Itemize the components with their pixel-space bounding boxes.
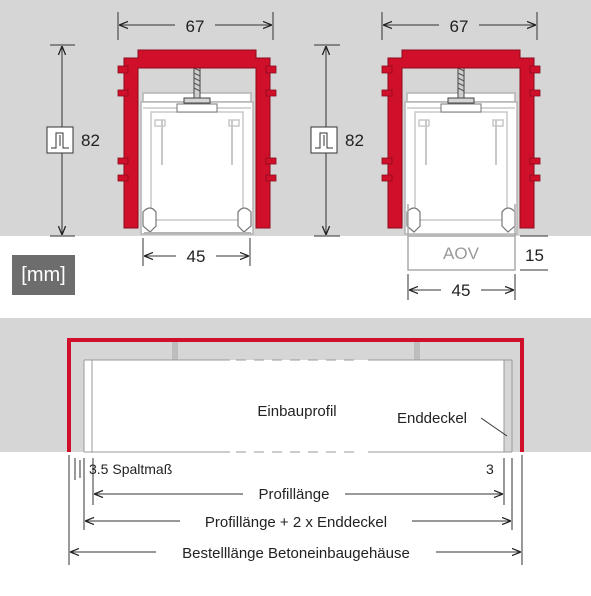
right-dim-height: 82	[310, 44, 364, 237]
right-cross-section: AOV	[381, 49, 541, 271]
dim-profillaenge-enddeckel-label: Profillänge + 2 x Enddeckel	[205, 514, 387, 531]
right-dim-top: 67	[381, 12, 538, 40]
lower-dimensions: 3.5 Spaltmaß 3 Profillänge Profillänge +…	[68, 455, 523, 565]
einbauprofil-label: Einbauprofil	[257, 403, 336, 420]
aov-box	[407, 235, 516, 271]
left-dim-top: 67	[117, 12, 274, 40]
left-width-bottom-label: 45	[187, 247, 206, 266]
height-icon	[310, 126, 338, 154]
enddeckel-label: Enddeckel	[397, 410, 467, 427]
gap-left-label: 3.5 Spaltmaß	[89, 461, 172, 477]
right-width-top-label: 67	[450, 17, 469, 36]
left-height-label: 82	[81, 131, 100, 150]
aov-label: AOV	[443, 244, 480, 263]
right-height-label: 82	[345, 131, 364, 150]
right-dim-bottom: 45	[407, 274, 516, 301]
aov-height-label: 15	[525, 246, 544, 265]
aov-dim: 15	[520, 235, 548, 271]
left-width-top-label: 67	[186, 17, 205, 36]
enddeckel-leader	[480, 417, 508, 437]
gap-right-label: 3	[486, 461, 494, 477]
right-width-bottom-label: 45	[452, 281, 471, 300]
units-badge: [mm]	[12, 255, 75, 295]
dim-profillaenge-label: Profillänge	[259, 486, 330, 503]
left-dim-height: 82	[46, 44, 100, 237]
longitudinal-view: Einbauprofil Enddeckel	[67, 338, 524, 453]
dim-bestelllaenge-label: Bestelllänge Betoneinbaugehäuse	[182, 545, 410, 562]
left-dim-bottom: 45	[142, 238, 251, 267]
height-icon	[46, 126, 74, 154]
left-cross-section	[117, 49, 277, 235]
